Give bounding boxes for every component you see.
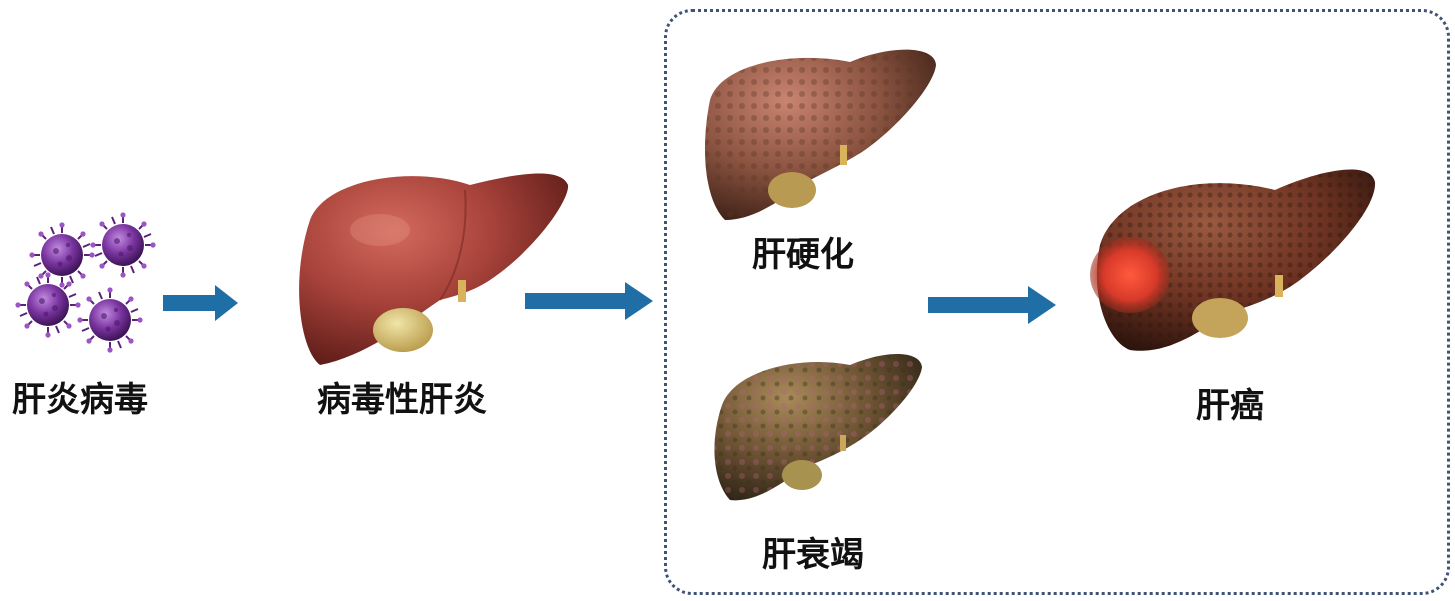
label-virus: 肝炎病毒 — [12, 372, 148, 421]
label-cirrhosis: 肝硬化 — [752, 227, 854, 276]
arrow-icon — [525, 282, 655, 320]
virus-icon — [10, 210, 160, 355]
label-liver-failure: 肝衰竭 — [762, 527, 864, 576]
cirrhotic-liver-icon — [700, 40, 940, 225]
cancerous-liver-icon — [1085, 160, 1380, 360]
failing-liver-icon — [710, 345, 925, 505]
healthy-liver-icon — [290, 160, 575, 370]
label-viral-hepatitis: 病毒性肝炎 — [317, 372, 487, 421]
label-liver-cancer: 肝癌 — [1196, 378, 1264, 427]
arrow-icon — [928, 286, 1058, 324]
arrow-icon — [163, 285, 239, 321]
